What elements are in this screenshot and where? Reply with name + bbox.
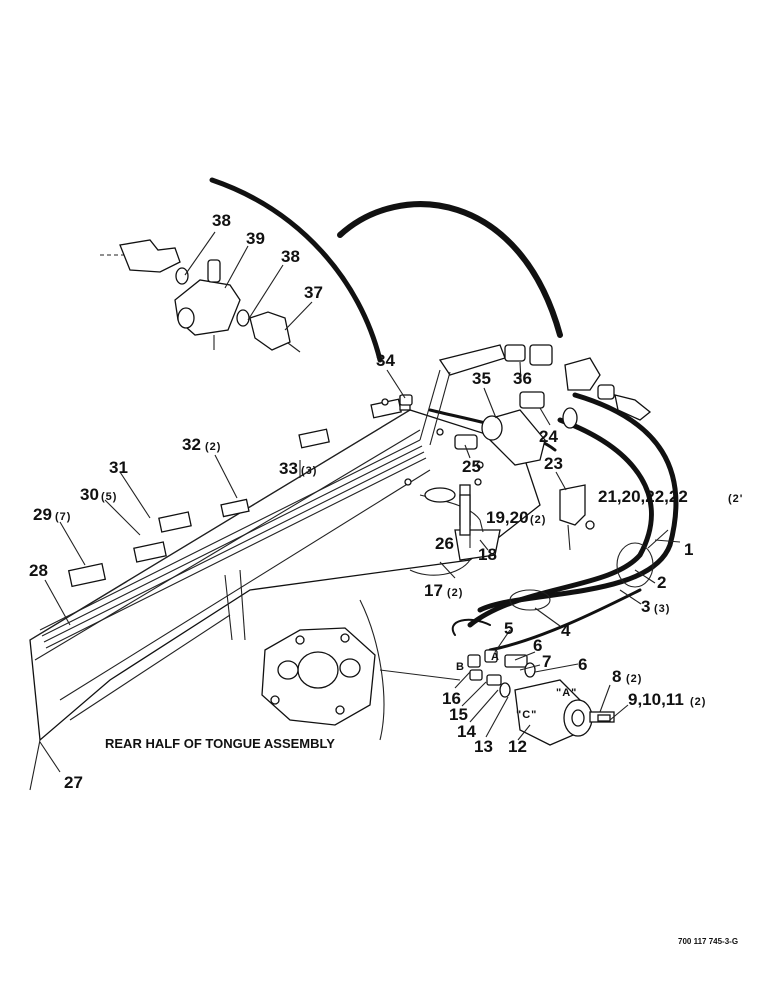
inset-leader [379, 669, 461, 681]
small-hardware [381, 394, 595, 530]
callout-29: 29 [33, 505, 52, 524]
callout-8: 8 [612, 667, 621, 686]
callout-27: 27 [64, 773, 83, 792]
port-label-a: A [491, 651, 500, 663]
callout-1: 1 [684, 540, 693, 559]
callout-35: 35 [472, 369, 491, 388]
fitting-36 [504, 344, 526, 362]
fitting-24 [519, 391, 545, 409]
mounting-flange-inset [261, 627, 376, 726]
callout-5: 5 [504, 619, 513, 638]
callout-19-qty: (2) [530, 514, 546, 526]
detail-fitting-group [100, 239, 301, 353]
callout-3: 3 [641, 597, 650, 616]
upper-hose-arc [337, 201, 563, 338]
callout-17: 17 [424, 581, 443, 600]
callout-32: 32 [182, 435, 201, 454]
motor-fittings [451, 618, 611, 722]
callout-17-qty: (2) [447, 587, 463, 599]
callout-38a: 38 [212, 211, 231, 230]
callout-19-20: 19,20 [486, 508, 529, 527]
motor-12 [514, 679, 615, 746]
port-label-c: "C" [516, 709, 537, 721]
callout-24: 24 [539, 427, 558, 446]
port-label-b: B [456, 661, 465, 673]
callout-13: 13 [474, 737, 493, 756]
hose-clamp-2 [509, 589, 551, 611]
callout-38b: 38 [281, 247, 300, 266]
callout-30: 30 [80, 485, 99, 504]
callout-9-qty: (2) [690, 696, 706, 708]
beam-hydraulic-lines [39, 439, 427, 649]
callout-26: 26 [435, 534, 454, 553]
callout-31: 31 [109, 458, 128, 477]
callout-6a: 6 [533, 636, 542, 655]
callout-28: 28 [29, 561, 48, 580]
callout-2: 2 [657, 573, 666, 592]
port-label-a2: "A" [556, 687, 577, 699]
callout-23: 23 [544, 454, 563, 473]
hose-end-fitting [614, 394, 652, 421]
callout-34: 34 [376, 351, 395, 370]
callout-3-qty: (3) [654, 603, 670, 615]
drawing-part-number: 700 117 745-3-G [678, 937, 738, 946]
callout-15: 15 [449, 705, 468, 724]
callout-32-qty: (2) [205, 441, 221, 453]
hose-4 [488, 588, 642, 652]
callout-6b: 6 [578, 655, 587, 674]
callout-16: 16 [442, 689, 461, 708]
callouts: 38 39 38 37 34 35 36 24 25 23 32 (2) 33 … [29, 211, 743, 792]
callout-33-qty: (3) [301, 465, 317, 477]
callout-14: 14 [457, 722, 476, 741]
callout-8-qty: (2) [626, 673, 642, 685]
callout-18: 18 [478, 545, 497, 564]
detail-arc [209, 177, 383, 363]
right-hose-fitting [249, 311, 291, 351]
left-hose-fitting [119, 239, 181, 273]
callout-29-qty: (7) [55, 511, 71, 523]
callout-25: 25 [462, 457, 481, 476]
callout-33: 33 [279, 459, 298, 478]
callout-12: 12 [508, 737, 527, 756]
callout-21-qty: (2' [728, 493, 743, 505]
callout-9-10-11: 9,10,11 [628, 690, 684, 709]
hose-2 [467, 417, 654, 628]
diagram-caption: REAR HALF OF TONGUE ASSEMBLY [105, 736, 335, 751]
hose-clamp [616, 542, 654, 588]
callout-30-qty: (5) [101, 491, 117, 503]
callout-7: 7 [542, 652, 551, 671]
bracket-18 [454, 529, 501, 561]
callout-21-20-22-22: 21,20,22,22 [598, 487, 688, 506]
valve-block [564, 357, 601, 391]
bracket-23 [559, 484, 586, 526]
callout-36: 36 [513, 369, 532, 388]
callout-4: 4 [561, 621, 571, 640]
callout-37: 37 [304, 283, 323, 302]
callout-39: 39 [246, 229, 265, 248]
leader-lines [39, 231, 681, 773]
